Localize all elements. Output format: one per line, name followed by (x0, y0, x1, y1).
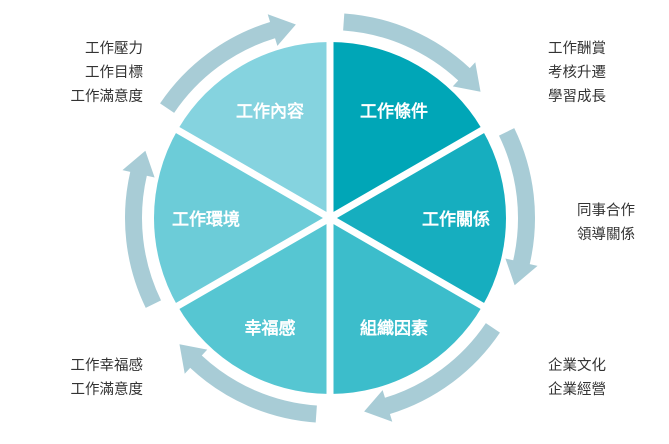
arrow-left (122, 150, 162, 308)
segment-separators (174, 40, 486, 396)
segment-label-wellbeing: 幸福感 (245, 318, 296, 339)
annotation-line: 考核升遷 (548, 65, 606, 81)
segment-work-relations (330, 130, 506, 306)
segment-work-environment (154, 130, 330, 306)
annotation-line: 企業經營 (548, 382, 606, 398)
segment-label-work-environment: 工作環境 (172, 209, 240, 230)
arrow-top-right (343, 13, 481, 92)
annotation-line: 工作目標 (85, 65, 143, 81)
annotation-line: 工作滿意度 (70, 89, 144, 105)
annotation-mid-right: 同事合作 領導關係 (577, 199, 635, 247)
segment-organization (330, 218, 483, 394)
segment-labels: 工作內容 工作條件 工作關係 組織因素 幸福感 工作環境 (172, 101, 490, 339)
annotation-bottom-right: 企業文化 企業經營 (548, 354, 606, 402)
arrow-bottom-right (364, 323, 500, 422)
annotation-top-right: 工作酬賞 考核升遷 學習成長 (548, 37, 606, 109)
annotation-line: 同事合作 (577, 203, 635, 219)
annotation-line: 領導關係 (577, 227, 635, 243)
annotation-bottom-left: 工作幸福感 工作滿意度 (71, 354, 144, 402)
segment-label-organization: 組織因素 (360, 318, 428, 339)
annotation-line: 企業文化 (548, 358, 606, 374)
annotation-line: 工作壓力 (85, 41, 143, 57)
segment-wellbeing (177, 218, 330, 394)
arrow-right (498, 128, 538, 286)
annotation-line: 學習成長 (548, 89, 606, 105)
segment-label-work-relations: 工作關係 (422, 209, 490, 230)
segment-label-work-content: 工作內容 (236, 101, 304, 122)
segment-label-work-conditions: 工作條件 (360, 101, 428, 122)
segment-work-conditions (330, 42, 483, 218)
pie-segments (154, 42, 506, 394)
annotation-top-left: 工作壓力 工作目標 工作滿意度 (71, 37, 144, 109)
arrow-top-left (160, 14, 296, 113)
annotation-line: 工作幸福感 (70, 358, 144, 374)
segment-work-content (177, 42, 330, 218)
annotation-line: 工作酬賞 (548, 41, 606, 57)
annotation-line: 工作滿意度 (70, 382, 144, 398)
cycle-arrows (122, 13, 538, 423)
arrow-bottom-left (179, 344, 317, 423)
